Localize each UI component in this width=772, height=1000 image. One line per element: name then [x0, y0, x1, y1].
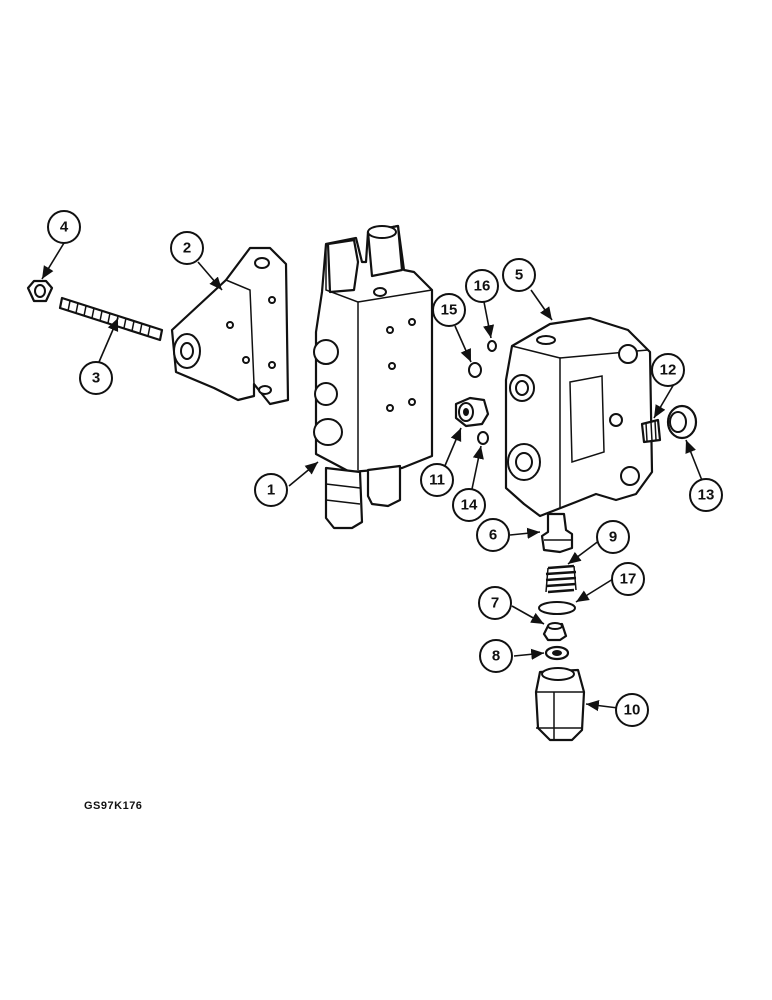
- svg-text:14: 14: [461, 497, 478, 514]
- leader-lines: [41, 242, 706, 712]
- svg-text:5: 5: [515, 267, 523, 284]
- poppet-part: [540, 512, 574, 554]
- callout-1: 1: [254, 473, 288, 507]
- plug-part: [454, 396, 490, 428]
- svg-text:16: 16: [474, 278, 491, 295]
- o-ring-part: [468, 362, 482, 378]
- adjuster-cap-part: [534, 667, 586, 742]
- valve-seat-part: [542, 622, 568, 642]
- svg-text:9: 9: [609, 529, 617, 546]
- callout-4: 4: [47, 210, 81, 244]
- callout-7: 7: [478, 586, 512, 620]
- figure-reference-code: GS97K176: [84, 800, 143, 812]
- svg-text:13: 13: [698, 487, 715, 504]
- svg-text:3: 3: [92, 370, 100, 387]
- callout-8: 8: [479, 639, 513, 673]
- callout-3: 3: [79, 361, 113, 395]
- callout-6: 6: [476, 518, 510, 552]
- svg-text:6: 6: [489, 527, 497, 544]
- o-ring-large-part: [538, 601, 576, 615]
- callout-14: 14: [452, 488, 486, 522]
- svg-text:2: 2: [183, 240, 191, 257]
- callout-17: 17: [611, 562, 645, 596]
- svg-text:7: 7: [491, 595, 499, 612]
- callout-10: 10: [615, 693, 649, 727]
- control-valve-body-part: [313, 224, 434, 530]
- o-ring-small-part: [487, 340, 497, 352]
- callout-15: 15: [432, 293, 466, 327]
- svg-text:12: 12: [660, 362, 677, 379]
- end-cover-part: [170, 246, 290, 406]
- small-plug-part: [640, 418, 662, 444]
- svg-text:4: 4: [60, 219, 69, 236]
- callout-12: 12: [651, 353, 685, 387]
- relief-valve-housing-part: [504, 316, 654, 518]
- svg-text:10: 10: [624, 702, 641, 719]
- svg-text:1: 1: [267, 482, 275, 499]
- spring-part: [545, 564, 577, 594]
- cap-plug-part: [666, 404, 698, 440]
- svg-text:11: 11: [429, 472, 445, 489]
- washer-part: [544, 645, 570, 661]
- callout-16: 16: [465, 269, 499, 303]
- callout-5: 5: [502, 258, 536, 292]
- o-ring-lower-part: [477, 431, 489, 445]
- callout-11: 11: [420, 463, 454, 497]
- callout-13: 13: [689, 478, 723, 512]
- svg-text:15: 15: [441, 302, 458, 319]
- svg-text:17: 17: [620, 571, 637, 588]
- callout-2: 2: [170, 231, 204, 265]
- callout-9: 9: [596, 520, 630, 554]
- nut-part: [26, 279, 54, 303]
- svg-text:8: 8: [492, 648, 500, 665]
